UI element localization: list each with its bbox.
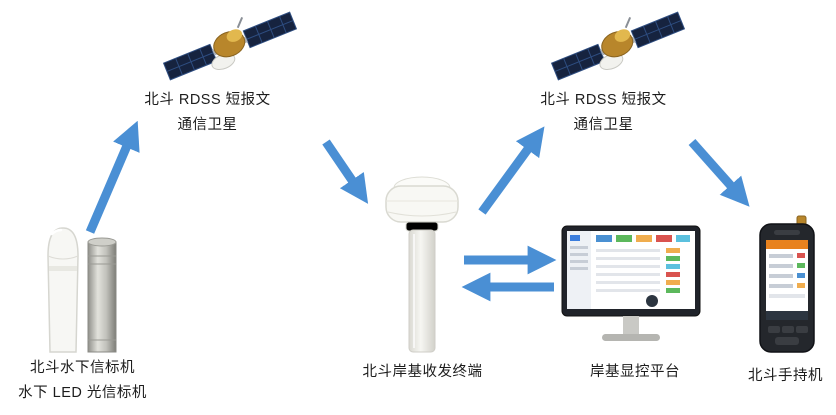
display-platform-label: 岸基显控平台 bbox=[590, 364, 680, 380]
arrow-left-satellite-to-terminal bbox=[322, 139, 369, 204]
satellite-icon bbox=[550, 11, 686, 81]
handheld-icon bbox=[759, 215, 815, 353]
satellite-right-label-line2: 通信卫星 bbox=[573, 117, 634, 133]
handheld-label: 北斗手持机 bbox=[748, 368, 823, 384]
shore-terminal-icon bbox=[385, 176, 459, 353]
underwater-beacon-icon bbox=[47, 227, 117, 353]
shore-terminal-label: 北斗岸基收发终端 bbox=[362, 364, 483, 380]
satellite-left-label-line1: 北斗 RDSS 短报文 bbox=[144, 92, 271, 108]
underwater-beacon-label-line1: 北斗水下信标机 bbox=[30, 360, 135, 376]
underwater-beacon-label-line2: 水下 LED 光信标机 bbox=[18, 385, 147, 401]
arrow-beacon-to-left-satellite bbox=[85, 120, 140, 234]
arrow-right-satellite-to-handheld bbox=[688, 139, 750, 207]
monitor-icon bbox=[561, 225, 701, 341]
satellite-left-label-line2: 通信卫星 bbox=[177, 117, 238, 133]
satellite-right-label-line1: 北斗 RDSS 短报文 bbox=[540, 92, 667, 108]
satellite-left-label: 北斗 RDSS 短报文 通信卫星 bbox=[120, 88, 295, 138]
underwater-beacon-label: 北斗水下信标机 水下 LED 光信标机 bbox=[0, 356, 165, 406]
satellite-icon bbox=[162, 11, 298, 81]
arrow-terminal-to-right-satellite bbox=[478, 126, 545, 215]
satellite-right-label: 北斗 RDSS 短报文 通信卫星 bbox=[516, 88, 691, 138]
